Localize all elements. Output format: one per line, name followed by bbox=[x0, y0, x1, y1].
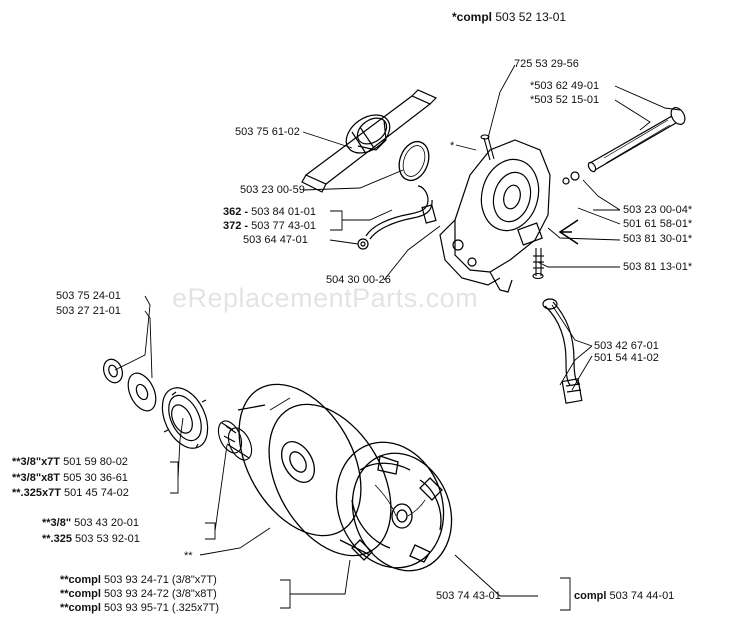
clutch-assembly bbox=[335, 441, 453, 572]
label-503-75-61-02: 503 75 61-02 bbox=[235, 126, 300, 138]
label-compl-325x7t: **compl 503 93 95-71 (.325x7T) bbox=[60, 602, 219, 614]
label-503-81-30-01: 503 81 30-01* bbox=[623, 233, 693, 245]
oil-pump-body bbox=[439, 139, 551, 293]
label-503-23-00-59: 503 23 00-59 bbox=[240, 184, 305, 196]
screw bbox=[480, 134, 495, 161]
label-501-54-41-02: 501 54 41-02 bbox=[594, 352, 659, 364]
label-503-27-21-01: 503 27 21-01 bbox=[56, 305, 121, 317]
label-503-23-00-04: 503 23 00-04* bbox=[623, 204, 693, 216]
o-ring bbox=[398, 140, 430, 182]
label-503-62-49-01: *503 62 49-01 bbox=[530, 80, 600, 92]
label-bearing-3-8: **3/8" 503 43 20-01 bbox=[42, 517, 139, 529]
label-503-64-47-01: 503 64 47-01 bbox=[243, 234, 308, 246]
label-362: 362 - 503 84 01-01 bbox=[223, 206, 316, 218]
oil-pipe bbox=[357, 185, 437, 250]
label-503-52-15-01: *503 52 15-01 bbox=[530, 94, 600, 106]
clutch-drum bbox=[237, 383, 392, 557]
label-sprocket-325x7t: **.325x7T 501 45 74-02 bbox=[12, 487, 129, 499]
clutch-cover-plate bbox=[301, 89, 438, 193]
label-504-30-00-26: 504 30 00-26 bbox=[326, 274, 391, 286]
label-compl-3-8x7t: **compl 503 93 24-71 (3/8"x7T) bbox=[60, 574, 217, 586]
label-503-42-67-01: 503 42 67-01 bbox=[594, 340, 659, 352]
label-sprocket-3-8x7t: **3/8"x7T 501 59 80-02 bbox=[12, 456, 128, 468]
label-double-star: ** bbox=[184, 550, 193, 562]
suction-hose bbox=[542, 298, 583, 404]
label-503-75-24-01: 503 75 24-01 bbox=[56, 290, 121, 302]
needle-bearing bbox=[217, 420, 253, 461]
lock-washer bbox=[102, 358, 124, 384]
label-compl-top: *compl 503 52 13-01 bbox=[452, 10, 567, 24]
label-725-53-29-56: 725 53 29-56 bbox=[514, 58, 579, 70]
label-503-81-13-01: 503 81 13-01* bbox=[623, 261, 693, 273]
label-compl-bottom: compl 503 74 44-01 bbox=[574, 590, 675, 602]
label-503-74-43-01: 503 74 43-01 bbox=[436, 590, 501, 602]
washer bbox=[127, 372, 157, 412]
label-sprocket-3-8x8t: **3/8"x8T 505 30 36-61 bbox=[12, 472, 128, 484]
watermark-text: eReplacementParts.com bbox=[172, 283, 479, 313]
leader-lines bbox=[114, 64, 681, 611]
adjusting-screw bbox=[532, 248, 544, 280]
direction-arrow-icon bbox=[558, 219, 579, 245]
pump-shaft bbox=[562, 107, 686, 185]
label-501-61-58-01: 501 61 58-01* bbox=[623, 218, 693, 230]
label-bearing-325: **.325 503 53 92-01 bbox=[42, 533, 140, 545]
label-372: 372 - 503 77 43-01 bbox=[223, 220, 316, 232]
label-single-star: * bbox=[450, 140, 455, 152]
label-compl-3-8x8t: **compl 503 93 24-72 (3/8"x8T) bbox=[60, 588, 217, 600]
rim-sprocket bbox=[161, 387, 209, 449]
